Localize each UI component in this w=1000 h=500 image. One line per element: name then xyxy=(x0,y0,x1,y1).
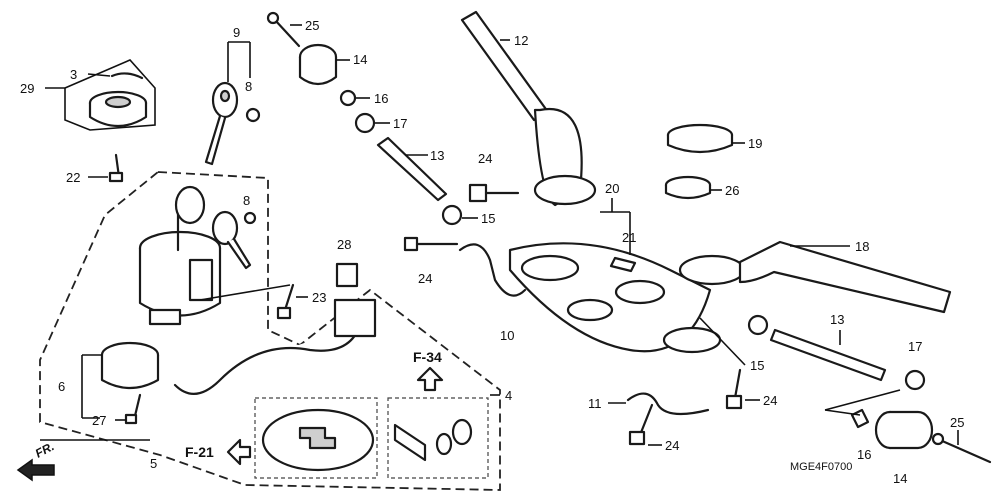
part-3-snap-ring xyxy=(87,72,144,80)
group-29-box xyxy=(45,59,156,131)
fuel-cap-inset xyxy=(254,397,378,479)
part-14-weight-b xyxy=(874,410,934,450)
part-21-plate xyxy=(609,256,637,273)
part-10-wire-clip xyxy=(458,243,527,297)
part-9-key xyxy=(204,41,251,166)
front-direction-label: FR. xyxy=(33,439,57,460)
part-25-bolt-a xyxy=(266,11,302,48)
callout-8-b: 8 xyxy=(243,193,250,208)
part-8-cap-a xyxy=(245,107,261,123)
callout-9: 9 xyxy=(233,25,240,40)
callout-18: 18 xyxy=(855,239,869,254)
ref-arrow-f21 xyxy=(226,438,252,466)
part-12-handlebar-left xyxy=(460,10,597,207)
callout-15-a: 15 xyxy=(481,211,495,226)
part-24-bolt-d xyxy=(628,403,662,446)
part-24-bolt-a xyxy=(468,183,520,203)
callout-5: 5 xyxy=(150,456,157,471)
ref-label-f34: F-34 xyxy=(413,349,442,365)
part-17-nut-b xyxy=(904,369,926,391)
part-23-screw xyxy=(199,283,308,320)
part-17-nut-a xyxy=(354,112,390,134)
callout-15-b: 15 xyxy=(750,358,764,373)
part-29-cap xyxy=(88,90,148,128)
part-18-handlebar-right xyxy=(678,240,952,314)
callout-4: 4 xyxy=(505,388,512,403)
callout-11: 11 xyxy=(588,396,602,411)
part-8-cap-b xyxy=(243,211,257,225)
callout-6: 6 xyxy=(58,379,65,394)
callout-24-b: 24 xyxy=(418,271,432,286)
part-13-shaft-b xyxy=(769,328,887,382)
callout-17-b: 17 xyxy=(908,339,922,354)
callout-10: 10 xyxy=(500,328,514,343)
callout-19: 19 xyxy=(748,136,762,151)
wire-harness xyxy=(173,298,377,395)
front-direction-arrow xyxy=(16,458,55,482)
callout-22: 22 xyxy=(66,170,80,185)
part-14-weight-a xyxy=(298,43,350,86)
ref-label-f21: F-21 xyxy=(185,444,214,460)
part-26-nut xyxy=(664,175,722,200)
part-16-collar-b xyxy=(824,389,901,429)
part-27-screw xyxy=(115,393,142,425)
part-19-cap xyxy=(666,123,745,154)
callout-24-c: 24 xyxy=(763,393,777,408)
callout-25-b: 25 xyxy=(950,415,964,430)
part-13-shaft-a xyxy=(376,136,448,202)
part-16-collar-a xyxy=(339,89,370,107)
part-28-clip xyxy=(335,262,359,288)
callout-13-a: 13 xyxy=(430,148,444,163)
callout-13-b: 13 xyxy=(830,312,844,327)
part-15-nut-b xyxy=(747,314,769,336)
callout-14-a: 14 xyxy=(353,52,367,67)
callout-12: 12 xyxy=(514,33,528,48)
callout-3: 3 xyxy=(70,67,77,82)
callout-26: 26 xyxy=(725,183,739,198)
part-25-bolt-b xyxy=(931,430,992,464)
callout-16-a: 16 xyxy=(374,91,388,106)
callout-25-a: 25 xyxy=(305,18,319,33)
callout-21: 21 xyxy=(622,230,636,245)
callout-16-b: 16 xyxy=(857,447,871,462)
part-24-bolt-b xyxy=(403,236,459,252)
callout-24-a: 24 xyxy=(478,151,492,166)
callout-8-a: 8 xyxy=(245,79,252,94)
part-6-switch-sensor xyxy=(81,341,160,419)
callout-23: 23 xyxy=(312,290,326,305)
callout-20: 20 xyxy=(605,181,619,196)
callout-27: 27 xyxy=(92,413,106,428)
bracket-inset xyxy=(387,397,489,479)
part-20-top-bridge xyxy=(508,198,722,354)
callout-17-a: 17 xyxy=(393,116,407,131)
callout-14-b: 14 xyxy=(893,471,907,486)
part-22-bolt xyxy=(88,153,124,183)
ref-arrow-f34 xyxy=(416,366,444,392)
ignition-box xyxy=(39,171,501,491)
callout-24-d: 24 xyxy=(665,438,679,453)
part-24-bolt-c xyxy=(725,368,760,410)
diagram-code: MGE4F0700 xyxy=(790,461,852,473)
part-11-wire-clip xyxy=(608,392,710,416)
ignition-switch xyxy=(138,185,252,326)
callout-28: 28 xyxy=(337,237,351,252)
callout-29: 29 xyxy=(20,81,34,96)
part-15-nut-a xyxy=(441,204,478,226)
